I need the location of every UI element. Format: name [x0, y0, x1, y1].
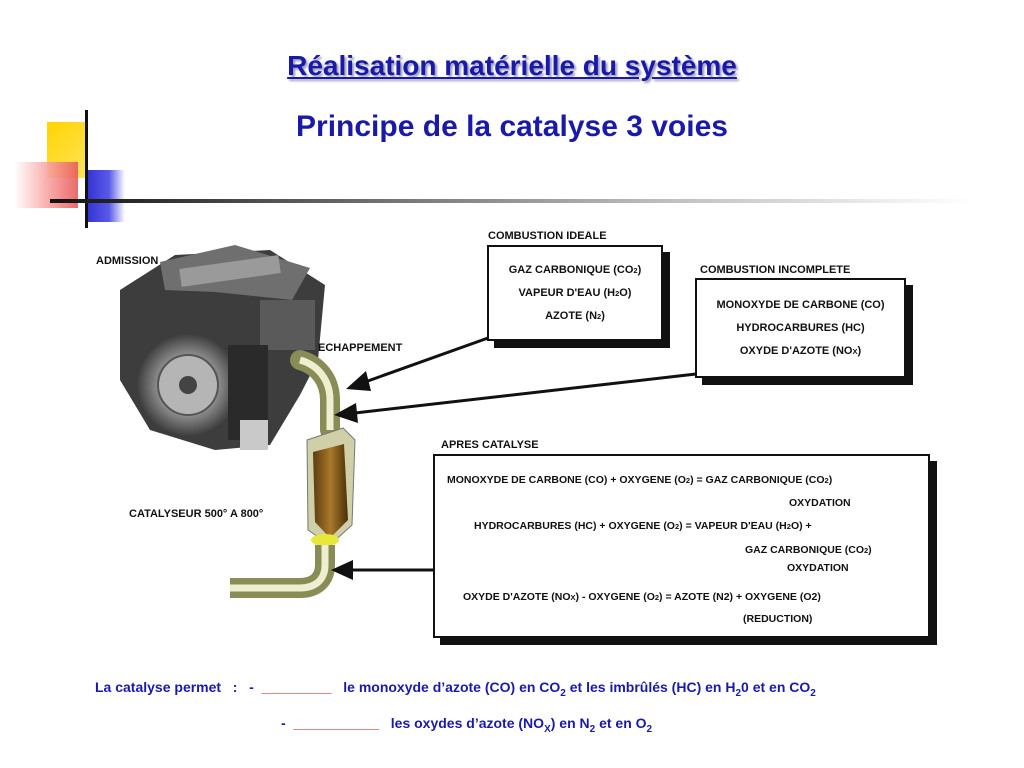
exhaust-tail-pipe	[230, 545, 335, 598]
ideale-line-1: GAZ CARBONIQUE (CO2)	[508, 264, 642, 276]
arrow-combustion-ideale	[346, 336, 489, 391]
blank-fill-2: ___________	[293, 715, 380, 731]
arrow-combustion-incomplete	[334, 372, 697, 423]
catalyseur-label: CATALYSEUR 500° A 800°	[129, 508, 264, 520]
apres-catalyse-title: APRES CATALYSE	[441, 439, 539, 451]
reaction-1-result: OXYDATION	[789, 497, 851, 509]
ideale-line-2: VAPEUR D'EAU (H2O)	[518, 287, 632, 299]
blank-fill-1: _________	[261, 679, 332, 695]
ideale-line-3: AZOTE (N2)	[545, 310, 605, 322]
catalyse-statement-line-1: La catalyse permet : - _________ le mono…	[95, 679, 816, 699]
reaction-2-result: OXYDATION	[787, 562, 849, 574]
reaction-2-continued: GAZ CARBONIQUE (CO2)	[745, 544, 872, 556]
combustion-ideale-box: GAZ CARBONIQUE (CO2) VAPEUR D'EAU (H2O) …	[487, 245, 663, 341]
reaction-1: MONOXYDE DE CARBONE (CO) + OXYGENE (O2) …	[447, 474, 833, 486]
apres-catalyse-box	[433, 454, 930, 638]
admission-label: ADMISSION	[96, 255, 159, 267]
incomplete-line-2: HYDROCARBURES (HC)	[736, 322, 865, 334]
reaction-2: HYDROCARBURES (HC) + OXYGENE (O2) = VAPE…	[474, 520, 812, 532]
incomplete-line-1: MONOXYDE DE CARBONE (CO)	[716, 299, 885, 311]
engine-block	[120, 245, 325, 450]
incomplete-line-3: OXYDE D'AZOTE (NOX)	[739, 345, 862, 357]
echappement-label: ECHAPPEMENT	[318, 342, 403, 354]
reaction-3-result: (REDUCTION)	[743, 613, 813, 625]
title-underline-rule	[50, 199, 970, 203]
combustion-incomplete-box: MONOXYDE DE CARBONE (CO) HYDROCARBURES (…	[695, 278, 906, 378]
catalytic-converter	[306, 427, 356, 546]
reaction-3: OXYDE D'AZOTE (NOX) - OXYGENE (O2) = AZO…	[463, 591, 821, 603]
deco-blue-square	[85, 170, 125, 222]
slide-title: Réalisation matérielle du système	[287, 50, 737, 81]
combustion-ideale-title: COMBUSTION IDEALE	[488, 230, 607, 242]
slide-subtitle: Principe de la catalyse 3 voies	[296, 110, 728, 143]
deco-vertical-line	[85, 110, 88, 228]
combustion-incomplete-title: COMBUSTION INCOMPLETE	[700, 264, 851, 276]
arrow-apres-catalyse	[331, 560, 434, 580]
catalyse-statement-line-2: - ___________ les oxydes d’azote (NOX) e…	[281, 715, 653, 735]
